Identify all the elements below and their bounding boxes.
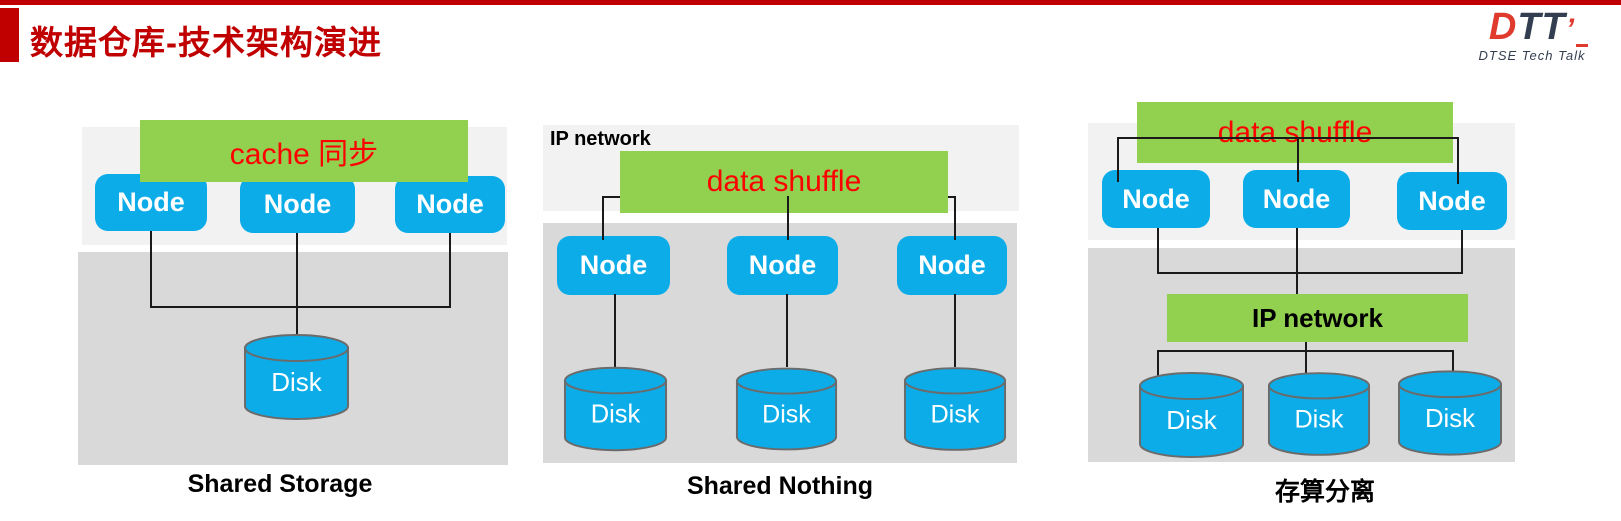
node-box: Node xyxy=(1397,172,1507,230)
d3-connector-line xyxy=(1297,137,1299,182)
top-accent-bar xyxy=(0,0,1621,5)
data-shuffle-label: data shuffle xyxy=(706,165,862,198)
d3-connector-line xyxy=(1117,137,1119,182)
logo-accent-mark: ’ xyxy=(1565,13,1576,46)
d2-connector-line xyxy=(602,196,604,240)
brand-logo: DTT’ DTSE Tech Talk xyxy=(1462,8,1602,62)
d1-connector-line xyxy=(150,231,152,308)
d3-connector-line xyxy=(1457,137,1459,184)
cache-sync-box: cache 同步 xyxy=(140,120,468,182)
disk-cylinder: Disk xyxy=(1139,372,1244,458)
logo-letter-d: D xyxy=(1488,6,1518,48)
disk-label: Disk xyxy=(591,401,641,429)
disk-label: Disk xyxy=(762,400,811,428)
disk-cylinder: Disk xyxy=(1397,370,1503,456)
node-box: Node xyxy=(240,176,355,233)
d3-connector-line xyxy=(1305,350,1307,378)
d1-connector-line xyxy=(296,233,298,338)
disk-label: Disk xyxy=(1294,406,1343,434)
data-shuffle-box: data shuffle xyxy=(620,151,948,213)
disk-label: Disk xyxy=(930,401,979,429)
logo-subtitle: DTSE Tech Talk xyxy=(1478,48,1586,63)
logo-wordmark: DTT’ xyxy=(1462,8,1602,46)
d2-connector-line xyxy=(786,294,788,367)
diagram-caption: Shared Nothing xyxy=(686,472,874,500)
node-label: Node xyxy=(1262,183,1331,214)
node-box: Node xyxy=(897,236,1007,295)
ip-network-box: IP network xyxy=(1167,294,1468,342)
data-shuffle-box: data shuffle xyxy=(1137,102,1453,163)
node-box: Node xyxy=(395,176,505,233)
disk-label: Disk xyxy=(1166,405,1218,435)
disk-cylinder: Disk xyxy=(244,334,349,420)
disk-cylinder: Disk xyxy=(563,366,668,452)
ip-network-label: IP network xyxy=(1251,302,1383,333)
node-label: Node xyxy=(579,250,648,280)
node-label: Node xyxy=(918,250,986,280)
d3-connector-line xyxy=(1452,350,1454,377)
node-label: Node xyxy=(117,187,185,217)
d1-connector-line xyxy=(150,306,451,308)
d2-connector-line xyxy=(954,196,956,240)
disk-cylinder: Disk xyxy=(903,367,1007,451)
node-label: Node xyxy=(263,189,332,219)
data-shuffle-label: data shuffle xyxy=(1217,115,1373,149)
d3-connector-line xyxy=(1461,230,1463,274)
title-accent-block xyxy=(0,8,19,62)
slide-title: 数据仓库-技术架构演进 xyxy=(30,24,382,61)
d2-connector-line xyxy=(787,196,789,240)
node-label: Node xyxy=(416,189,484,219)
diagram-caption: Shared Storage xyxy=(187,470,373,498)
node-box: Node xyxy=(1243,170,1350,228)
d3-connector-line xyxy=(1157,350,1159,379)
node-box: Node xyxy=(1102,170,1210,228)
d2-ip-network-label: IP network xyxy=(550,128,651,150)
d3-connector-line xyxy=(1117,137,1459,139)
d2-connector-line xyxy=(954,294,956,367)
disk-label: Disk xyxy=(1425,405,1475,433)
logo-red-dash xyxy=(1576,44,1588,47)
disk-label: Disk xyxy=(271,367,323,397)
cache-sync-label: cache 同步 xyxy=(229,138,379,171)
node-box: Node xyxy=(557,236,670,295)
d1-connector-line xyxy=(449,233,451,308)
d3-connector-line xyxy=(1157,272,1463,274)
node-label: Node xyxy=(1418,185,1486,216)
d3-connector-line xyxy=(1305,342,1307,351)
disk-cylinder: Disk xyxy=(735,367,838,451)
diagram-caption: 存算分离 xyxy=(1274,478,1375,506)
d2-connector-line xyxy=(614,294,616,367)
node-label: Node xyxy=(1122,183,1190,214)
d3-connector-line xyxy=(1296,228,1298,294)
node-box: Node xyxy=(727,236,838,295)
disk-cylinder: Disk xyxy=(1267,372,1371,456)
logo-letters-tt: TT xyxy=(1517,6,1566,48)
node-label: Node xyxy=(748,250,817,280)
d3-connector-line xyxy=(1157,228,1159,274)
node-box: Node xyxy=(95,174,207,231)
